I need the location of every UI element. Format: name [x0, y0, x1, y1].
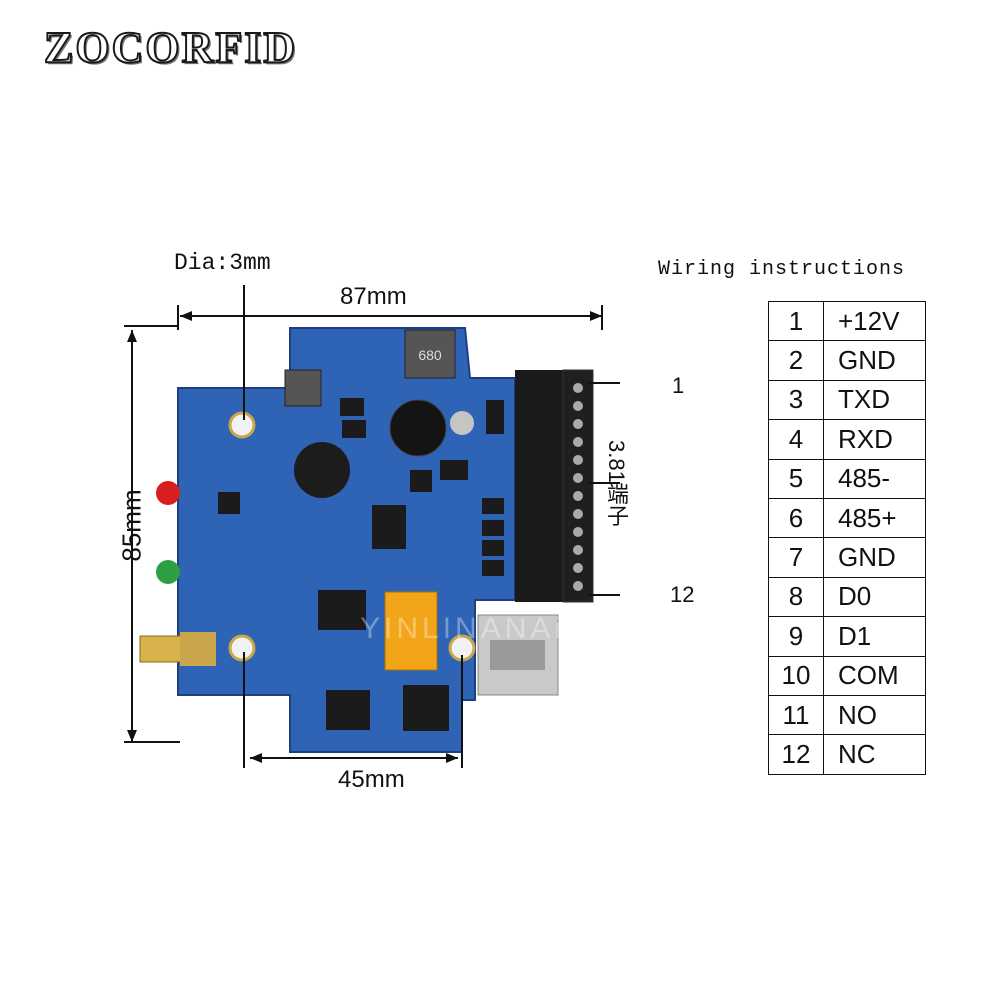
- pin-number: 10: [768, 655, 824, 696]
- pin-number: 11: [768, 694, 824, 736]
- wiring-title: Wiring instructions: [658, 258, 906, 281]
- pin-signal: GND: [823, 537, 926, 578]
- pin-signal: NO: [823, 694, 926, 736]
- pin-number: 4: [768, 419, 824, 460]
- pin-number: 1: [768, 300, 824, 342]
- hole-diameter-label: Dia:3mm: [174, 250, 271, 276]
- terminal-block-black: [515, 370, 563, 602]
- pin-number: 7: [768, 537, 824, 578]
- width-dimension-label: 87mm: [340, 283, 407, 310]
- mount-hole-top-left: [228, 411, 256, 439]
- pin-signal: COM: [823, 655, 926, 696]
- table-row: 1+12V: [768, 300, 926, 342]
- pin-signal: D0: [823, 576, 926, 618]
- capacitor: [389, 399, 447, 457]
- height-dimension-label: 85mm: [116, 489, 147, 562]
- pin-signal: TXD: [823, 379, 926, 421]
- pin-number: 6: [768, 497, 824, 539]
- pin-signal: 485+: [823, 497, 926, 539]
- ic-chip: [372, 505, 406, 549]
- inductor-680: [404, 329, 456, 379]
- pin-signal: NC: [823, 734, 926, 775]
- watermark: YINLINANAi: [360, 612, 566, 645]
- led-green: [156, 560, 180, 584]
- led-red: [156, 481, 180, 505]
- ic-chip: [403, 685, 449, 731]
- pin-number: 8: [768, 576, 824, 618]
- antenna-connector: [139, 635, 185, 663]
- pin-signal: 485-: [823, 458, 926, 499]
- pin-number: 3: [768, 379, 824, 421]
- buzzer: [294, 442, 350, 498]
- inductor-6r8: [284, 369, 322, 407]
- pin-number: 12: [768, 734, 824, 775]
- pin-number: 2: [768, 340, 824, 381]
- ic-chip: [326, 690, 370, 730]
- pin-signal: GND: [823, 340, 926, 381]
- ic-chip: [318, 590, 366, 630]
- mount-hole-bottom-left: [228, 634, 256, 662]
- hole-spacing-label: 45mm: [338, 766, 405, 793]
- relay: [384, 591, 438, 671]
- pin-number: 9: [768, 616, 824, 657]
- terminal-pin-first-label: 1: [672, 373, 685, 398]
- brand-logo: ZOCORFID: [43, 22, 298, 73]
- pin-signal: +12V: [823, 300, 926, 342]
- pcb-board: [177, 327, 516, 753]
- pin-signal: D1: [823, 616, 926, 657]
- ic-chip: [218, 492, 240, 514]
- terminal-pin-last-label: 12: [670, 582, 695, 607]
- pin-signal: RXD: [823, 419, 926, 460]
- svg-text:680: 680: [418, 347, 442, 363]
- terminal-spec-label: 3.81端子: [604, 440, 629, 527]
- pin-number: 5: [768, 458, 824, 499]
